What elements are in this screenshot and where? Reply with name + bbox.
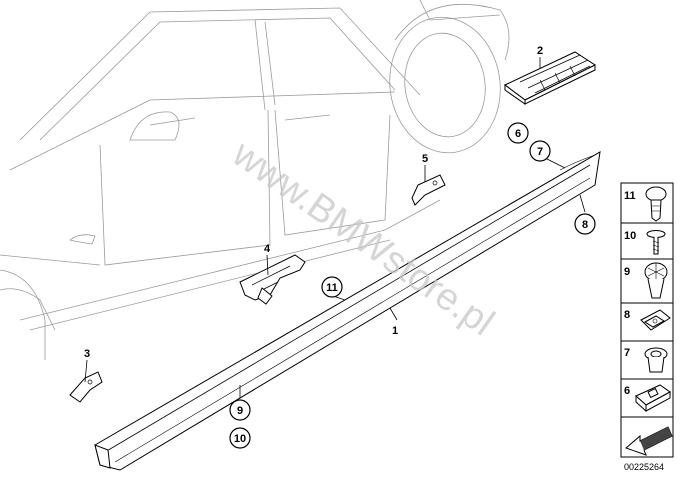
callout-10[interactable]: 10: [229, 427, 251, 449]
callout-8[interactable]: 8: [574, 213, 596, 235]
part-4-support[interactable]: [239, 254, 306, 305]
clip-icon: [644, 262, 668, 299]
callout-1[interactable]: 1: [392, 325, 398, 337]
screw-icon: [646, 230, 666, 255]
nut-clip-icon: [640, 309, 671, 331]
part-3-clip[interactable]: [69, 371, 103, 403]
svg-text:2: 2: [537, 45, 543, 57]
callout-3[interactable]: 3: [84, 348, 90, 360]
callout-5[interactable]: 5: [422, 153, 428, 165]
callout-6[interactable]: 6: [507, 122, 529, 144]
svg-text:7: 7: [537, 146, 543, 158]
svg-text:4: 4: [264, 243, 271, 255]
parts-legend: 11 10 9 8 7 6: [620, 182, 674, 458]
part-2-bracket[interactable]: [504, 51, 597, 105]
callout-11[interactable]: 11: [321, 276, 343, 298]
legend-label-7: 7: [624, 347, 630, 359]
callout-7[interactable]: 7: [529, 140, 551, 162]
legend-label-10: 10: [624, 230, 636, 242]
legend-label-9: 9: [624, 266, 630, 278]
part-5-bracket[interactable]: [411, 174, 446, 206]
holder-icon: [635, 384, 671, 413]
svg-text:10: 10: [234, 433, 246, 445]
leader-lines: [84, 57, 586, 398]
direction-arrow-icon: [625, 426, 673, 456]
legend-label-8: 8: [624, 309, 630, 321]
svg-text:11: 11: [326, 282, 338, 294]
legend-label-11: 11: [624, 190, 636, 202]
diagram-code: 00225264: [624, 462, 664, 472]
car-body-outline: [0, 0, 510, 360]
callout-9[interactable]: 9: [229, 399, 251, 421]
svg-text:3: 3: [84, 348, 90, 360]
legend-label-6: 6: [624, 385, 630, 397]
callout-2[interactable]: 2: [537, 45, 543, 57]
svg-text:9: 9: [237, 405, 243, 417]
svg-text:5: 5: [422, 153, 428, 165]
rivet-icon: [645, 186, 667, 222]
svg-text:1: 1: [392, 325, 398, 337]
svg-text:6: 6: [515, 128, 521, 140]
grommet-icon: [644, 347, 668, 373]
callout-4[interactable]: 4: [264, 243, 271, 255]
part-1-sill-trim[interactable]: [94, 151, 601, 471]
svg-text:8: 8: [582, 219, 588, 231]
